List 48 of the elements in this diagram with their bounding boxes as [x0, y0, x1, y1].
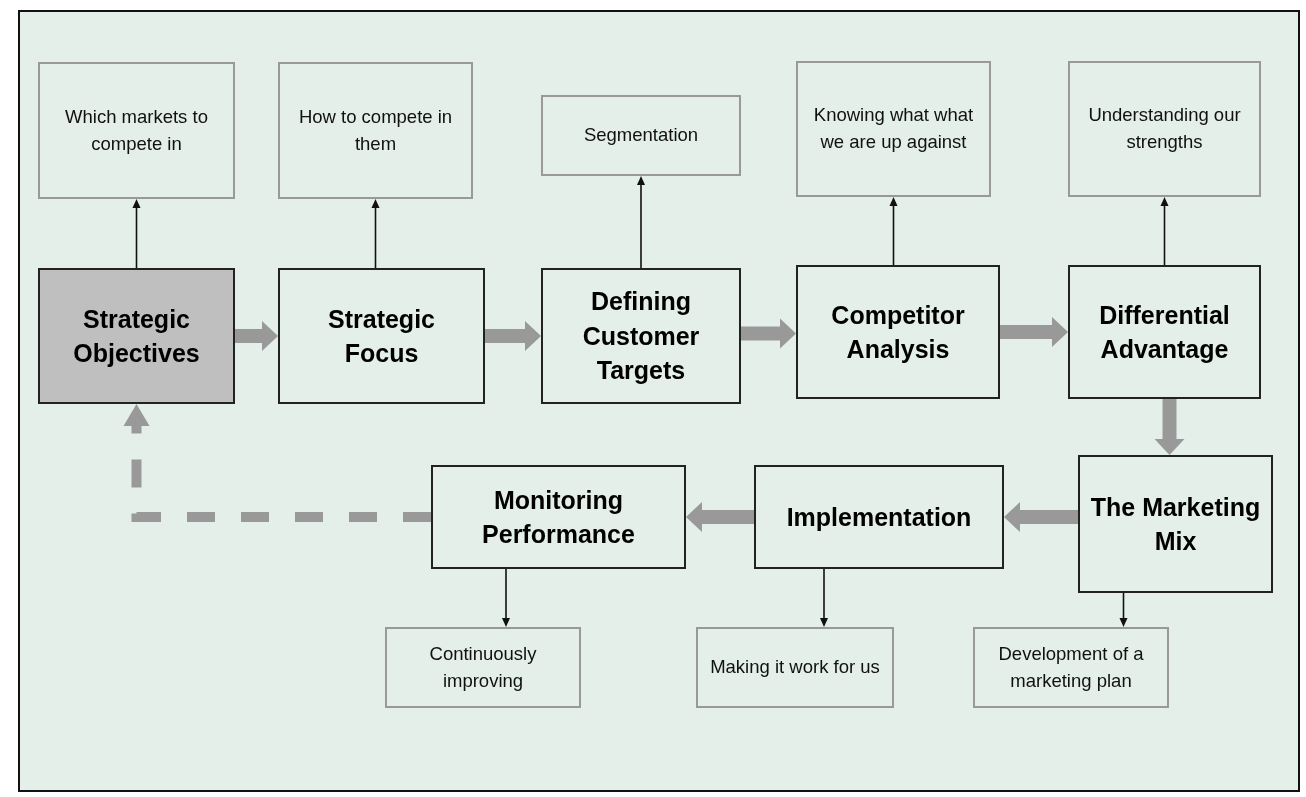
note-box: [38, 62, 235, 199]
box-text: Differential Advantage: [1098, 299, 1231, 365]
note-box: [973, 627, 1169, 708]
arrow: [820, 568, 828, 627]
box-text: Competitor Analysis: [830, 299, 966, 365]
note-box: [278, 62, 473, 199]
box-text: Segmentation: [582, 123, 700, 148]
dashed-arrow: [123, 404, 431, 522]
block-arrow: [235, 321, 278, 351]
block-arrow: [686, 502, 754, 532]
process-box: [796, 265, 1000, 399]
box-text: Knowing what what we are up against: [812, 103, 975, 154]
box-text: Implementation: [785, 501, 973, 533]
block-arrow: [741, 318, 796, 349]
box-text: Making it work for us: [709, 655, 881, 680]
arrow: [132, 199, 141, 269]
note-box: [385, 627, 581, 708]
block-arrow: [1004, 502, 1078, 532]
process-box: [541, 268, 741, 404]
block-arrow: [1154, 399, 1185, 455]
note-box: [1068, 61, 1261, 197]
box-text: How to compete in them: [297, 104, 454, 156]
arrow: [1119, 592, 1128, 627]
process-box: [754, 465, 1004, 569]
process-box: [1068, 265, 1261, 399]
process-box: [38, 268, 235, 404]
process-box: [431, 465, 686, 569]
box-text: Strategic Focus: [327, 303, 436, 369]
box-text: Which markets to compete in: [64, 104, 209, 156]
box-text: The Marketing Mix: [1089, 491, 1262, 557]
box-text: Defining Customer Targets: [581, 286, 701, 387]
note-box: [541, 95, 741, 176]
box-text: Monitoring Performance: [481, 484, 636, 550]
arrow: [502, 568, 510, 627]
arrow: [637, 176, 645, 269]
block-arrow: [485, 321, 541, 351]
arrow: [1160, 197, 1169, 266]
arrow: [889, 197, 898, 266]
box-text: Development of a marketing plan: [997, 641, 1145, 693]
process-box: [278, 268, 485, 404]
block-arrow: [1000, 317, 1068, 347]
arrow: [371, 199, 380, 269]
box-text: Continuously improving: [428, 641, 538, 693]
box-text: Understanding our strengths: [1087, 103, 1242, 154]
process-box: [1078, 455, 1273, 593]
note-box: [796, 61, 991, 197]
note-box: [696, 627, 894, 708]
box-text: Strategic Objectives: [72, 303, 201, 369]
